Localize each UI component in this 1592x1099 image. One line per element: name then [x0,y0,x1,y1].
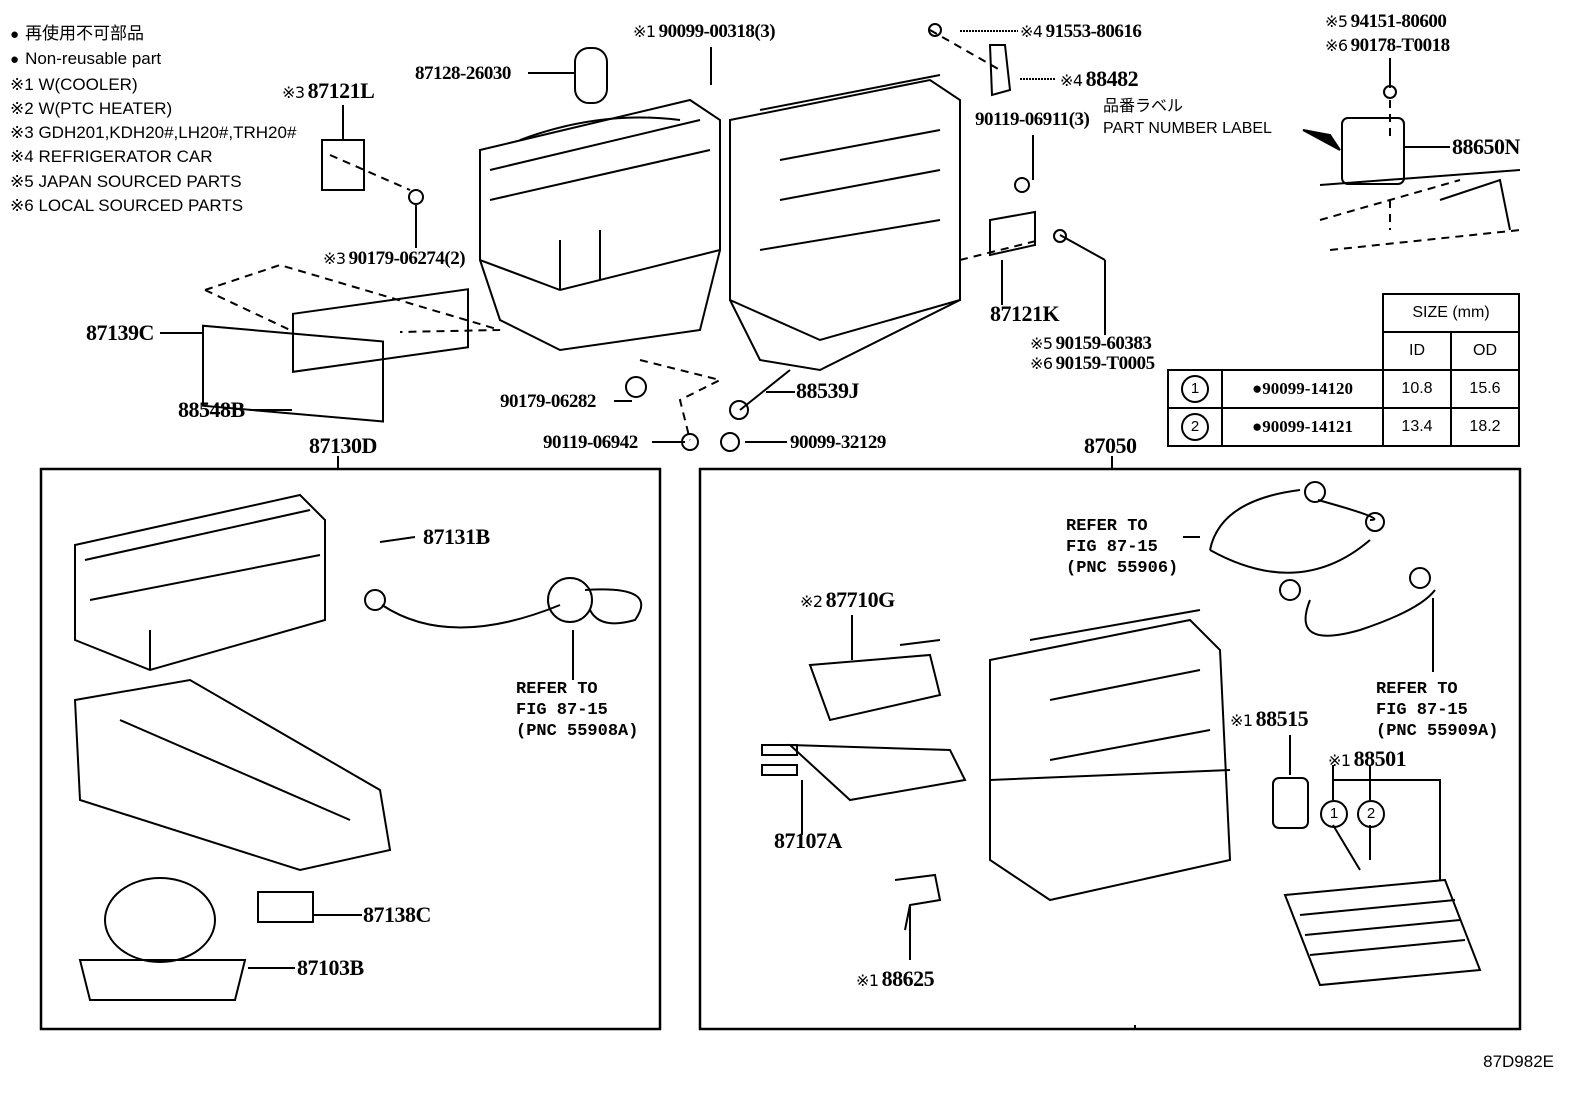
part-label-87050[interactable]: 87050 [1084,433,1137,458]
legend: ●再使用不可部品 ●Non-reusable part ※1 W(COOLER)… [10,22,296,218]
filter-case-88548B-shape [292,288,469,373]
blower-motor-87103B-shape [78,877,295,1001]
legend-item: ※6 LOCAL SOURCED PARTS [10,196,244,216]
table-row: 2 ●90099-14121 13.4 18.2 [1167,407,1520,447]
part-label-87131B[interactable]: 87131B [423,524,490,549]
row-od-value: 18.2 [1450,407,1520,447]
legend-item: ※5 JAPAN SOURCED PARTS [10,171,242,191]
part-label-88650N[interactable]: 88650N [1452,134,1520,159]
blower-case-lower-illustration [73,678,392,872]
bullet-icon: ● [10,26,20,43]
part-label-87139C[interactable]: 87139C [86,320,154,345]
callout-circle-2[interactable]: 2 [1357,800,1385,828]
part-label-87103B[interactable]: 87103B [297,955,364,980]
grommet-87128-shape [574,47,608,104]
part-label-87138C[interactable]: 87138C [363,902,431,927]
part-label-87130D[interactable]: 87130D [309,433,377,458]
heater-case-top-illustration [729,74,961,372]
expansion-valve-88515-shape [1272,777,1309,829]
amplifier-88650N-shape [1302,85,1521,231]
size-table-col-id: ID [1382,331,1452,371]
row-id-value: 10.8 [1382,369,1452,409]
bracket-87121K-shape [989,210,1036,257]
row-part-number[interactable]: ●90099-14121 [1221,407,1384,447]
clip-90179-06274-shape [408,189,424,205]
blower-unit-top-illustration [479,98,721,352]
blower-case-upper-illustration [74,493,326,672]
evaporator-88501-shape [1283,765,1482,987]
part-label-87121K[interactable]: 87121K [990,301,1060,326]
row-part-number[interactable]: ●90099-14120 [1221,369,1384,409]
refer-note-55906[interactable]: REFER TO FIG 87-15 (PNC 55906) [1066,517,1179,578]
legend-item: ●Non-reusable part [10,49,162,69]
mount-88482-shape [988,44,1012,97]
legend-item: ※1 W(COOLER) [10,74,138,94]
wire-harness-55908A-shape [364,577,642,680]
table-row: 1 ●90099-14120 10.8 15.6 [1167,369,1520,409]
size-table-col-od: OD [1450,331,1520,371]
sensor-88625-shape [894,873,942,960]
legend-item: ●再使用不可部品 [10,24,145,43]
row-index-circle: 2 [1181,413,1209,441]
wire-harness-55906-shape [1209,481,1385,574]
part-label-90119-06911[interactable]: 90119-06911(3) [975,109,1090,130]
row-index-circle: 1 [1181,375,1209,403]
legend-item: ※2 W(PTC HEATER) [10,98,173,118]
refer-note-55909A[interactable]: REFER TO FIG 87-15 (PNC 55909A) [1376,680,1499,741]
sub-assembly-box-87050 [698,467,1522,1031]
row-od-value: 15.6 [1450,369,1520,409]
size-table-header: SIZE (mm) [1382,293,1520,333]
part-label-88539J[interactable]: 88539J [796,378,860,403]
bracket-87121L-shape [321,139,365,191]
heater-core-87107A-shape [761,743,967,835]
arrow-icon [1302,129,1341,151]
ptc-heater-87710G-shape [808,639,942,722]
illustration-code: 87D982E [1483,1052,1554,1071]
part-label-90179-06282[interactable]: 90179-06282 [500,391,596,412]
size-table: SIZE (mm) ID OD 1 ●90099-14120 10.8 15.6… [1167,293,1520,447]
part-label-88548B[interactable]: 88548B [178,397,245,422]
resistor-87138C-shape [257,891,362,923]
wire-harness-55909A-shape [1279,567,1436,672]
part-label-90099-32129[interactable]: 90099-32129 [790,432,886,453]
refer-note-55908A[interactable]: REFER TO FIG 87-15 (PNC 55908A) [516,680,639,741]
bullet-icon: ● [10,51,20,69]
part-label-87107A[interactable]: 87107A [774,828,842,853]
legend-item: ※4 REFRIGERATOR CAR [10,147,213,167]
row-id-value: 13.4 [1382,407,1452,447]
heater-case-illustration [989,609,1232,902]
sub-assembly-box-87130D [39,467,662,1031]
legend-item: ※3 GDH201,KDH20#,LH20#,TRH20# [10,123,297,143]
part-label-90119-06942[interactable]: 90119-06942 [543,432,638,453]
part-label-87128-26030[interactable]: 87128-26030 [415,63,511,84]
callout-circle-1[interactable]: 1 [1320,800,1348,828]
